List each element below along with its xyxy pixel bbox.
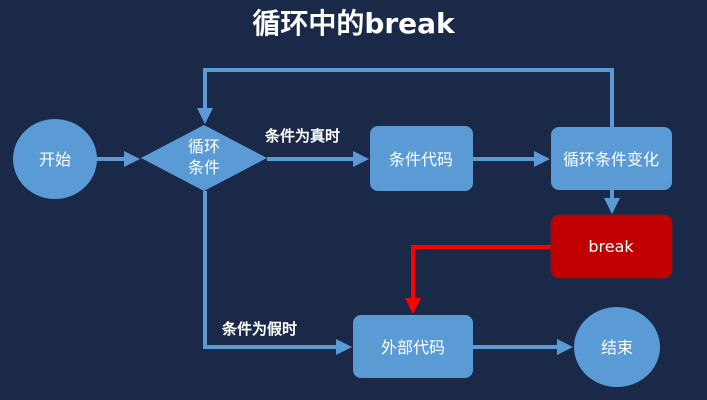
arrow-loop-back xyxy=(197,68,614,127)
outer-node xyxy=(353,315,473,378)
diagram-title: 循环中的break xyxy=(252,7,455,40)
body-node xyxy=(370,126,473,191)
update-node xyxy=(551,127,672,190)
body-label: 条件代码 xyxy=(389,150,453,169)
break-node xyxy=(550,214,673,279)
update-label: 循环条件变化 xyxy=(563,150,659,169)
condition-label-line1: 循环 xyxy=(188,137,220,156)
end-label: 结束 xyxy=(601,338,633,357)
start-label: 开始 xyxy=(39,150,71,169)
start-node xyxy=(13,119,97,199)
arrow-false-branch xyxy=(203,191,352,355)
false-branch-label: 条件为假时 xyxy=(221,320,297,338)
condition-label-line2: 条件 xyxy=(188,158,220,177)
break-label: break xyxy=(588,237,634,256)
end-node xyxy=(574,307,660,387)
outer-label: 外部代码 xyxy=(381,338,445,357)
condition-node xyxy=(141,125,267,191)
true-branch-label: 条件为真时 xyxy=(264,127,340,145)
arrow-break-to-outer xyxy=(405,245,551,314)
